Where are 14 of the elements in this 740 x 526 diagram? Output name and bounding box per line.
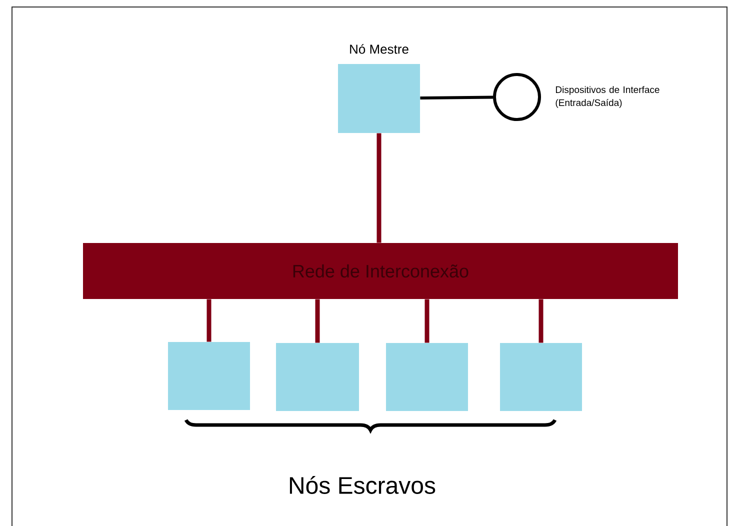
caption-text: Dispositivos de Interface (Entrada/Saída)	[556, 86, 660, 108]
connector-line	[538, 299, 544, 343]
node-box	[500, 343, 582, 411]
group-label: Nós Escravos	[290, 476, 436, 494]
connector-line	[315, 299, 320, 343]
node-title: Nó Mestre	[350, 44, 408, 54]
node-box	[386, 343, 468, 411]
connector-line	[424, 299, 430, 343]
connector-line	[206, 299, 212, 342]
node-box	[276, 343, 359, 411]
network-bar: Rede de Interconexão	[83, 243, 678, 299]
connector-line	[376, 133, 382, 243]
connector-line	[420, 96, 494, 100]
node-box	[168, 342, 250, 410]
